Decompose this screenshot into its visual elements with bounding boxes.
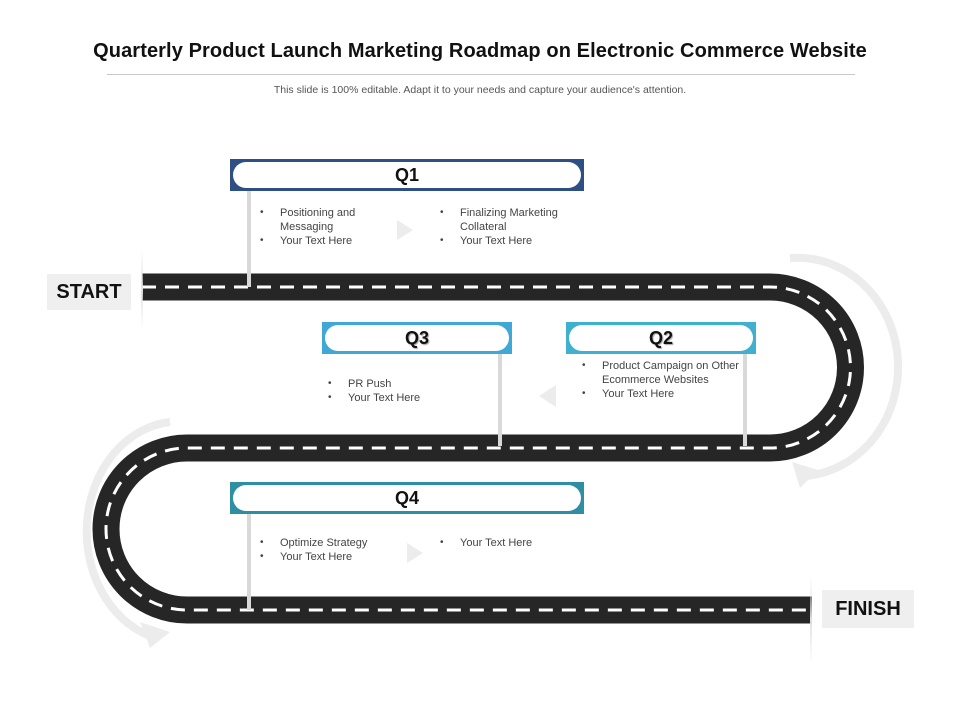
list-item: Your Text Here: [260, 234, 400, 248]
q4-signpost-pole: [247, 514, 251, 610]
q4-arrow-right-icon: [407, 543, 423, 563]
q4-label: Q4: [233, 485, 581, 511]
slide-subtitle: This slide is 100% editable. Adapt it to…: [273, 84, 687, 96]
q2-label: Q2: [569, 325, 753, 351]
list-item: Optimize Strategy: [260, 536, 410, 550]
list-item: Your Text Here: [440, 536, 590, 550]
q3-signpost-pole: [498, 352, 502, 446]
turn-arrow-right-icon: [789, 253, 903, 488]
list-item: PR Push: [328, 377, 478, 391]
q4-right-list: Your Text Here: [440, 536, 590, 550]
q1-arrow-right-icon: [397, 220, 413, 240]
road-center-line: [104, 285, 852, 612]
q1-signpost-pole: [247, 190, 251, 287]
q1-header: Q1: [230, 159, 584, 191]
q1-right-list: Finalizing Marketing Collateral Your Tex…: [440, 206, 590, 248]
q4-left-list: Optimize Strategy Your Text Here: [260, 536, 410, 564]
q2-to-q3-arrow-left-icon: [539, 385, 556, 407]
list-item: Finalizing Marketing Collateral: [440, 206, 590, 234]
q3-list: PR Push Your Text Here: [328, 377, 478, 405]
list-item: Your Text Here: [440, 234, 590, 248]
q3-label: Q3: [325, 325, 509, 351]
q2-header: Q2: [566, 322, 756, 354]
turn-arrow-left-icon: [82, 418, 171, 648]
list-item: Your Text Here: [260, 550, 410, 564]
list-item: Your Text Here: [582, 387, 742, 401]
q2-signpost-pole: [743, 352, 747, 446]
q4-header: Q4: [230, 482, 584, 514]
finish-label: FINISH: [822, 590, 914, 628]
q3-header: Q3: [322, 322, 512, 354]
list-item: Your Text Here: [328, 391, 478, 405]
q1-label: Q1: [233, 162, 581, 188]
list-item: Positioning and Messaging: [260, 206, 400, 234]
title-divider: [107, 74, 855, 75]
q1-left-list: Positioning and Messaging Your Text Here: [260, 206, 400, 248]
start-label: START: [47, 274, 131, 310]
slide-title: Quarterly Product Launch Marketing Roadm…: [93, 40, 867, 62]
q2-list: Product Campaign on Other Ecommerce Webs…: [582, 359, 742, 401]
start-edge-line: [141, 250, 143, 330]
list-item: Product Campaign on Other Ecommerce Webs…: [582, 359, 742, 387]
finish-edge-line: [810, 575, 812, 665]
